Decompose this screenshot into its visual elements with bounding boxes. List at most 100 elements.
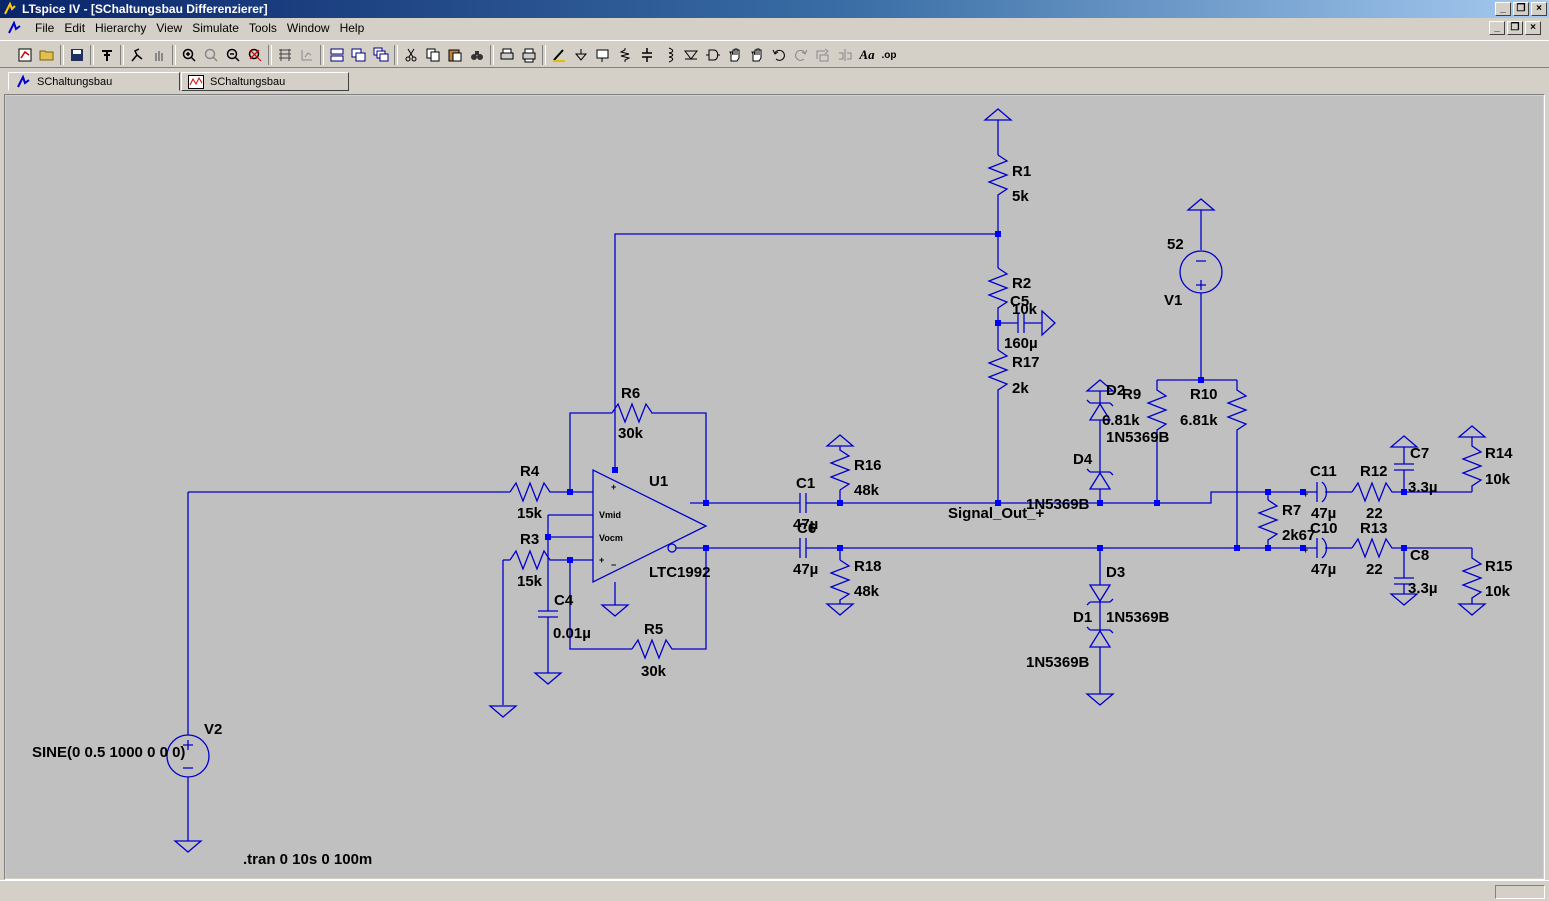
resistor-r18[interactable] (829, 559, 851, 604)
new-schematic-icon[interactable] (14, 44, 36, 66)
resistor-r3[interactable] (509, 549, 593, 571)
resistor-icon[interactable] (614, 44, 636, 66)
resistor-r15[interactable] (1461, 548, 1483, 604)
minimize-icon[interactable]: _ (1495, 2, 1511, 16)
inductor-icon[interactable] (658, 44, 680, 66)
zoom-fit-icon[interactable] (244, 44, 266, 66)
v1-name: V1 (1164, 292, 1182, 309)
capacitor-c1[interactable] (799, 493, 807, 513)
resistor-r1[interactable] (987, 154, 1009, 205)
move-icon[interactable] (724, 44, 746, 66)
r6-name: R6 (621, 385, 640, 402)
resistor-r16[interactable] (829, 446, 851, 491)
print-setup-icon[interactable] (496, 44, 518, 66)
schematic-canvas[interactable]: .w{stroke:#0000cd;stroke-width:1.3;fill:… (6, 96, 1543, 878)
capacitor-c4[interactable] (538, 610, 558, 618)
r13-value: 22 (1366, 561, 1383, 578)
menu-edit[interactable]: Edit (64, 21, 86, 35)
r16-name: R16 (854, 457, 882, 474)
drag-icon[interactable] (746, 44, 768, 66)
draw-wire-icon[interactable] (548, 44, 570, 66)
halt-icon[interactable] (148, 44, 170, 66)
resistor-r6[interactable] (611, 402, 707, 503)
status-panel (1495, 885, 1545, 899)
c8-value: 3.3µ (1408, 580, 1438, 597)
c5-value: 160µ (1004, 335, 1038, 352)
label-net-icon[interactable] (592, 44, 614, 66)
tile-horizontal-icon[interactable] (326, 44, 348, 66)
menu-view[interactable]: View (156, 21, 183, 35)
restore-icon[interactable]: ❐ (1513, 2, 1529, 16)
diode-d1[interactable] (1086, 626, 1114, 648)
diode-d2[interactable] (1086, 399, 1114, 421)
mirror-icon[interactable] (834, 44, 856, 66)
capacitor-icon[interactable] (636, 44, 658, 66)
component-icon[interactable] (702, 44, 724, 66)
zoom-in-icon[interactable] (178, 44, 200, 66)
c1-name: C1 (796, 475, 815, 492)
resistor-r12[interactable] (1351, 481, 1472, 503)
resistor-r5[interactable] (631, 548, 707, 660)
schematic-drawing[interactable]: .w{stroke:#0000cd;stroke-width:1.3;fill:… (6, 96, 1543, 878)
r7-name: R7 (1282, 502, 1301, 519)
resistor-r10[interactable] (1226, 380, 1248, 548)
voltage-source-v1[interactable] (1179, 250, 1223, 294)
text-icon[interactable]: Aa (859, 47, 875, 62)
ground-d1 (1085, 693, 1115, 706)
copy-icon[interactable] (422, 44, 444, 66)
capacitor-c6[interactable] (799, 538, 807, 558)
menu-help[interactable]: Help (339, 21, 365, 35)
diode-d4[interactable] (1086, 468, 1114, 490)
resistor-r7[interactable] (1257, 499, 1279, 548)
control-panel-icon[interactable] (96, 44, 118, 66)
menu-file[interactable]: File (35, 21, 55, 35)
toolbar: Aa .op (0, 40, 1549, 68)
spice-directive-icon[interactable]: .op (881, 49, 897, 61)
close-icon[interactable]: × (1531, 2, 1547, 16)
resistor-r17[interactable] (987, 349, 1009, 503)
resistor-r14[interactable] (1461, 437, 1483, 492)
c10-name: C10 (1310, 520, 1338, 537)
document-system-icon[interactable] (6, 21, 22, 35)
cascade-icon[interactable] (370, 44, 392, 66)
print-icon[interactable] (518, 44, 540, 66)
doc-restore-icon[interactable]: ❐ (1507, 21, 1523, 35)
menu-hierarchy[interactable]: Hierarchy (95, 21, 147, 35)
c6-value: 47µ (793, 561, 818, 578)
capacitor-c7[interactable] (1394, 463, 1414, 471)
v1-value: 52 (1167, 236, 1184, 253)
r14-name: R14 (1485, 445, 1513, 462)
undo-icon[interactable] (768, 44, 790, 66)
doc-close-icon[interactable]: × (1525, 21, 1541, 35)
doc-minimize-icon[interactable]: _ (1489, 21, 1505, 35)
tab-waveform[interactable]: SChaltungsbau Differenzierer (181, 72, 349, 107)
paste-icon[interactable] (444, 44, 466, 66)
rotate-icon[interactable] (812, 44, 834, 66)
diode-icon[interactable] (680, 44, 702, 66)
menu-window[interactable]: Window (286, 21, 330, 35)
pan-icon[interactable] (200, 44, 222, 66)
resistor-r13[interactable] (1351, 537, 1472, 559)
cut-icon[interactable] (400, 44, 422, 66)
tile-vertical-icon[interactable] (348, 44, 370, 66)
resistor-r4[interactable] (509, 481, 593, 503)
resistor-r9[interactable] (1146, 380, 1168, 503)
tran-directive[interactable]: .tran 0 10s 0 100m (243, 851, 372, 868)
ground-icon[interactable] (570, 44, 592, 66)
c10-plus-mark: + (1303, 545, 1308, 555)
menu-simulate[interactable]: Simulate (192, 21, 239, 35)
c5-name: C5 (1010, 293, 1029, 310)
tab-schematic[interactable]: SChaltungsbau Differenzierer (8, 72, 180, 107)
grid-icon[interactable] (296, 44, 318, 66)
autorange-icon[interactable] (274, 44, 296, 66)
zoom-out-icon[interactable] (222, 44, 244, 66)
resistor-r2[interactable] (987, 267, 1009, 323)
redo-icon[interactable] (790, 44, 812, 66)
run-icon[interactable] (126, 44, 148, 66)
save-icon[interactable] (66, 44, 88, 66)
u1-vmid-pin: Vmid (599, 510, 621, 520)
find-icon[interactable] (466, 44, 488, 66)
menu-tools[interactable]: Tools (248, 21, 277, 35)
open-folder-icon[interactable] (36, 44, 58, 66)
junction-dots (545, 231, 1407, 563)
